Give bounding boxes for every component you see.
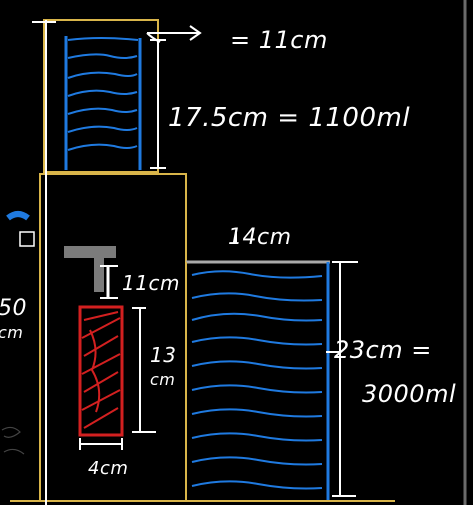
large-container-outline (39, 173, 187, 502)
left-small-box (19, 231, 35, 247)
gap-label: 11cm (122, 271, 180, 295)
top-height-label: 17.5cm = 1100ml (168, 103, 410, 133)
right-water-waves (191, 270, 323, 490)
red-object (78, 305, 124, 437)
left-blue-mark (6, 211, 30, 221)
red-height-bottom-label: cm (150, 370, 175, 389)
top-width-arrowhead (189, 25, 202, 41)
right-height-bottom-label: 3000ml (362, 380, 456, 408)
red-height-top-label: 13 (150, 343, 176, 367)
eraser-smudge (64, 246, 116, 292)
left-edge-bottom-label: cm (0, 323, 23, 342)
faint-scribble (1, 426, 25, 455)
right-height-top-label: 23cm = (334, 336, 432, 364)
right-width-label: 14cm (228, 225, 292, 250)
top-water-waves (67, 37, 139, 151)
red-width-label: 4cm (88, 458, 128, 479)
top-width-label: = 11cm (230, 26, 328, 54)
left-edge-top-label: 50 (0, 296, 27, 321)
